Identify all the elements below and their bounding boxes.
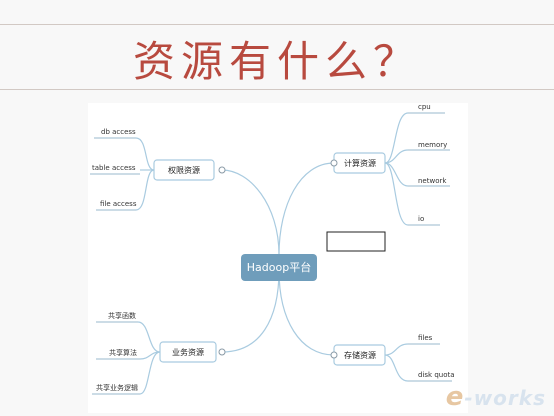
top-divider	[0, 24, 554, 25]
leaf-label: 共享函数	[108, 311, 136, 320]
connector-business-leaf-1	[137, 321, 161, 353]
connector-business-leaf-3	[139, 351, 161, 395]
leaf-label: file access	[100, 200, 137, 208]
branch-label-compute: 计算资源	[344, 158, 376, 168]
branch-label-business: 业务资源	[172, 347, 204, 357]
leaf-label: io	[418, 215, 424, 223]
leaf-label: table access	[92, 164, 136, 172]
leaf-label: 共享业务逻辑	[96, 383, 138, 392]
connector-compute-leaf-1	[384, 112, 409, 164]
brand-watermark-logo: e-works	[445, 382, 546, 412]
leaf-label: network	[418, 177, 447, 185]
leaf-label: disk quota	[418, 371, 455, 379]
center-node	[241, 254, 317, 281]
collapse-knob	[330, 351, 338, 359]
connector-center-business	[221, 269, 280, 353]
connector-center-compute	[278, 162, 335, 256]
connector-permission-leaf-3	[135, 169, 155, 211]
branch-label-storage: 存储资源	[344, 350, 376, 360]
center-node-label: Hadoop平台	[247, 260, 311, 274]
leaf-label: db access	[101, 128, 136, 136]
connector-center-permission	[221, 169, 280, 256]
empty-placeholder-box	[326, 231, 386, 252]
connector-compute-leaf-4	[384, 162, 409, 226]
leaf-label: files	[418, 334, 433, 342]
branch-node-business	[159, 341, 217, 363]
connector-permission-leaf-1	[135, 137, 155, 171]
slide-title: 资源有什么？	[132, 37, 421, 86]
collapse-knob	[218, 348, 226, 356]
leaf-label: memory	[418, 141, 447, 149]
branch-label-permission: 权限资源	[168, 165, 200, 175]
connector-compute-leaf-2	[384, 149, 409, 164]
collapse-knob	[218, 166, 226, 174]
connector-storage-leaf-1	[384, 343, 409, 356]
leaf-label: 共享算法	[109, 348, 137, 357]
collapse-knob	[330, 159, 338, 167]
leaf-label: cpu	[418, 103, 431, 111]
connector-storage-leaf-2	[384, 354, 409, 382]
title-divider	[0, 89, 554, 90]
connector-center-storage	[278, 269, 335, 356]
branch-node-permission	[153, 159, 215, 181]
